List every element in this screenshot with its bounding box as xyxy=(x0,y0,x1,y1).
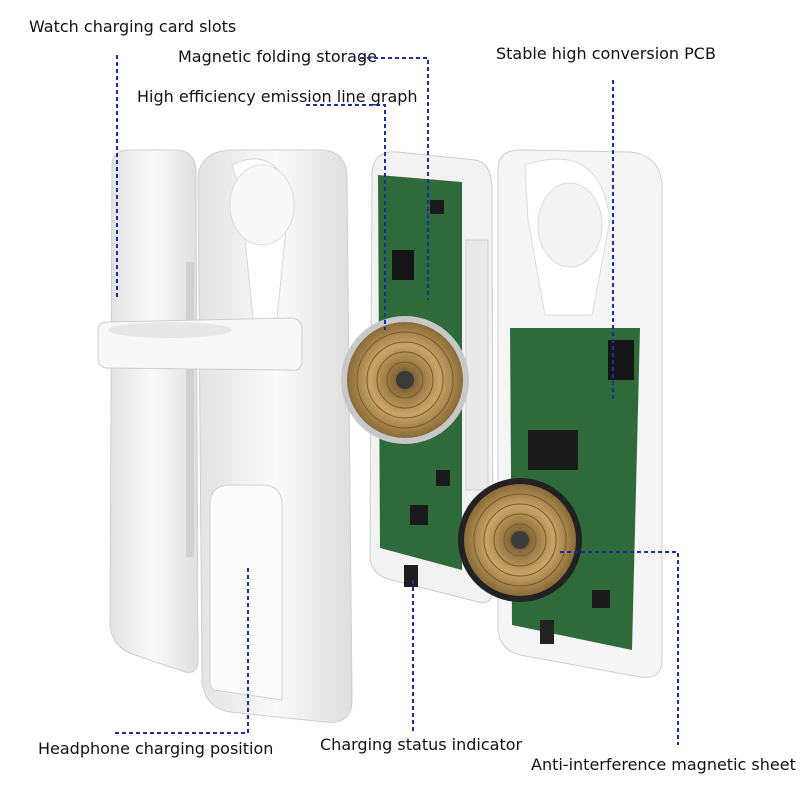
status-indicator-led xyxy=(404,565,418,587)
transmitter-coil-1 xyxy=(341,316,469,444)
label-magnetic-folding-storage: Magnetic folding storage xyxy=(178,47,377,66)
label-headphone-position: Headphone charging position xyxy=(38,739,274,758)
transmitter-coil-2 xyxy=(458,478,582,602)
label-magnetic-sheet: Anti-interference magnetic sheet xyxy=(531,755,796,774)
leader-lines xyxy=(115,55,679,745)
folding-shell-left xyxy=(109,149,199,673)
label-watch-charging-slots: Watch charging card slots xyxy=(29,17,237,36)
label-status-indicator: Charging status indicator xyxy=(320,735,523,754)
folding-shell-right xyxy=(97,149,353,723)
label-pcb: Stable high conversion PCB xyxy=(496,44,716,63)
label-emission-coil: High efficiency emission line graph xyxy=(137,87,418,106)
